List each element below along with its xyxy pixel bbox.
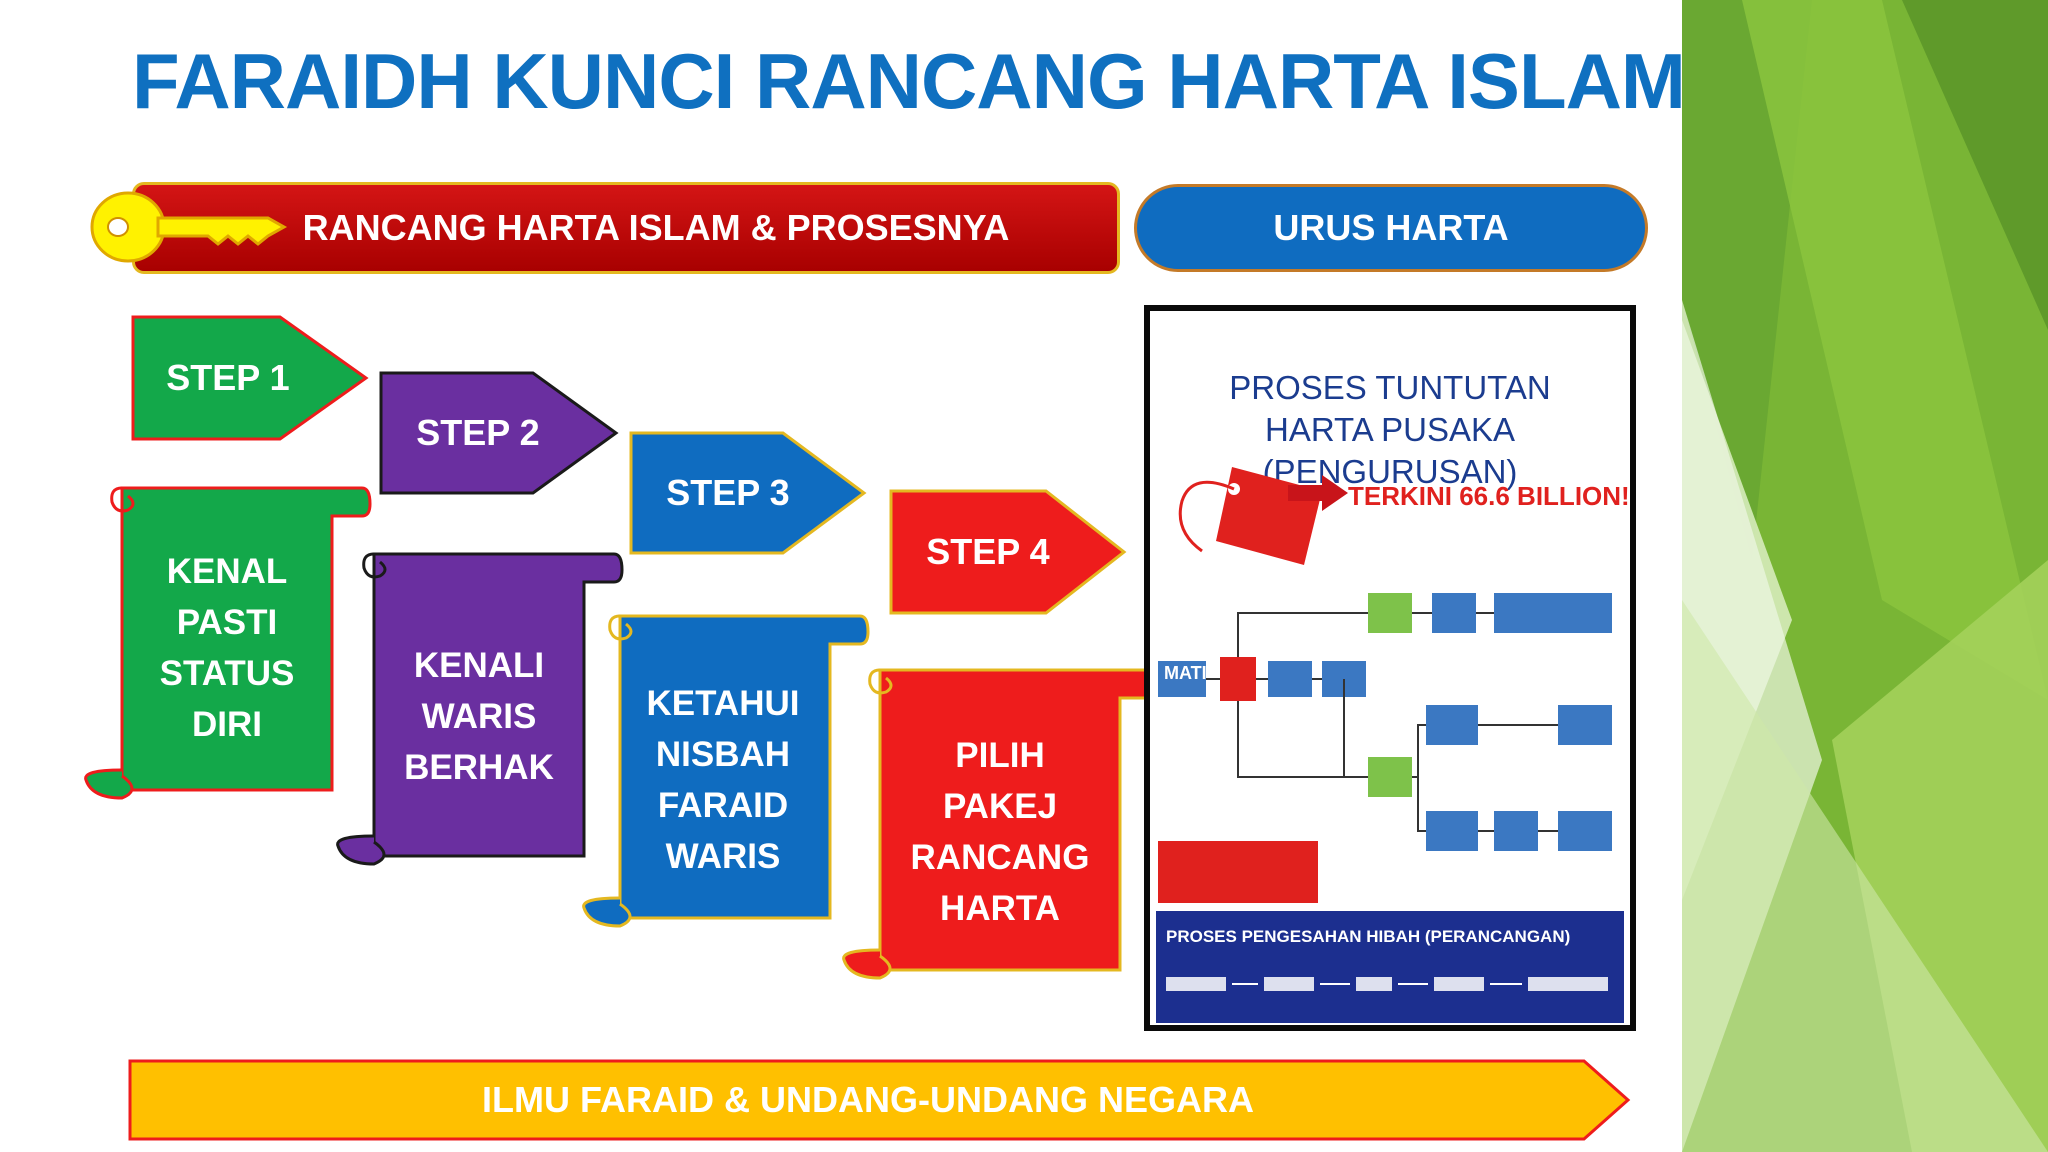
bottom-bar-arrow xyxy=(128,1059,1631,1141)
banner-urus-harta: URUS HARTA xyxy=(1134,184,1648,272)
step-1-label: STEP 1 xyxy=(166,357,290,398)
slide-title: FARAIDH KUNCI RANCANG HARTA ISLAM xyxy=(132,37,1686,125)
poster-latest-figure: TERKINI 66.6 BILLION! xyxy=(1348,481,1630,511)
step-2-label: STEP 2 xyxy=(416,412,540,453)
step-1-scroll xyxy=(84,486,372,800)
step-1-text-line: DIRI xyxy=(192,705,262,744)
key-icon xyxy=(90,191,288,263)
step-4-text-line: HARTA xyxy=(940,889,1060,928)
step-3-text-line: NISBAH xyxy=(655,735,791,774)
step-2-arrow xyxy=(379,371,619,495)
slide-canvas: FARAIDH KUNCI RANCANG HARTA ISLAM RANCAN… xyxy=(84,0,1686,1152)
step-4-text-line: RANCANG xyxy=(910,838,1090,877)
step-3-arrow xyxy=(629,431,867,555)
step-1-text-line: STATUS xyxy=(159,654,295,693)
step-3-text: KETAHUI NISBAH FARAID WARIS xyxy=(618,678,828,882)
poster-title-line: PROSES TUNTUTAN xyxy=(1229,369,1551,406)
step-4-text-line: PILIH xyxy=(955,736,1045,775)
poster-footer: PROSES PENGESAHAN HIBAH (PERANCANGAN) xyxy=(1156,911,1624,1023)
banner-rancang-harta: RANCANG HARTA ISLAM & PROSESNYA xyxy=(132,182,1120,274)
banner-urus-harta-label: URUS HARTA xyxy=(1273,207,1509,248)
step-2-text-line: WARIS xyxy=(421,697,537,736)
poster-proses-tuntutan: PROSES TUNTUTAN HARTA PUSAKA (PENGURUSAN… xyxy=(1144,305,1636,1031)
poster-red-note xyxy=(1158,841,1318,903)
step-4-text: PILIH PAKEJ RANCANG HARTA xyxy=(880,730,1120,934)
bottom-bar-label: ILMU FARAID & UNDANG-UNDANG NEGARA xyxy=(482,1079,1254,1120)
step-2-text-line: KENALI xyxy=(413,646,545,685)
step-3-text-line: FARAID xyxy=(657,786,789,825)
step-1-text: KENAL PASTI STATUS DIRI xyxy=(122,546,332,750)
step-1-arrow xyxy=(131,315,369,441)
step-3-label: STEP 3 xyxy=(666,472,790,513)
step-3-text-line: WARIS xyxy=(665,837,781,876)
step-2-scroll xyxy=(336,552,624,866)
footer-flow xyxy=(1166,977,1608,991)
node-mati: MATI xyxy=(1164,663,1207,683)
poster-title: PROSES TUNTUTAN HARTA PUSAKA (PENGURUSAN… xyxy=(1150,367,1630,493)
step-4-text-line: PAKEJ xyxy=(942,787,1058,826)
step-3-text-line: KETAHUI xyxy=(646,684,800,723)
banner-rancang-harta-label: RANCANG HARTA ISLAM & PROSESNYA xyxy=(302,207,1010,248)
step-2-text: KENALI WARIS BERHAK xyxy=(374,640,584,793)
poster-footer-title: PROSES PENGESAHAN HIBAH (PERANCANGAN) xyxy=(1166,927,1571,946)
arrow-right-icon xyxy=(1288,475,1348,511)
decorative-green-panel xyxy=(1682,0,2048,1152)
step-1-text-line: KENAL xyxy=(166,552,288,591)
step-2-text-line: BERHAK xyxy=(404,748,554,787)
flowchart xyxy=(1158,593,1612,851)
step-3-scroll xyxy=(582,614,870,928)
poster-title-line: HARTA PUSAKA (PENGURUSAN) xyxy=(1262,411,1518,490)
step-4-label: STEP 4 xyxy=(926,531,1050,572)
step-4-arrow xyxy=(889,489,1127,615)
step-1-text-line: PASTI xyxy=(176,603,278,642)
